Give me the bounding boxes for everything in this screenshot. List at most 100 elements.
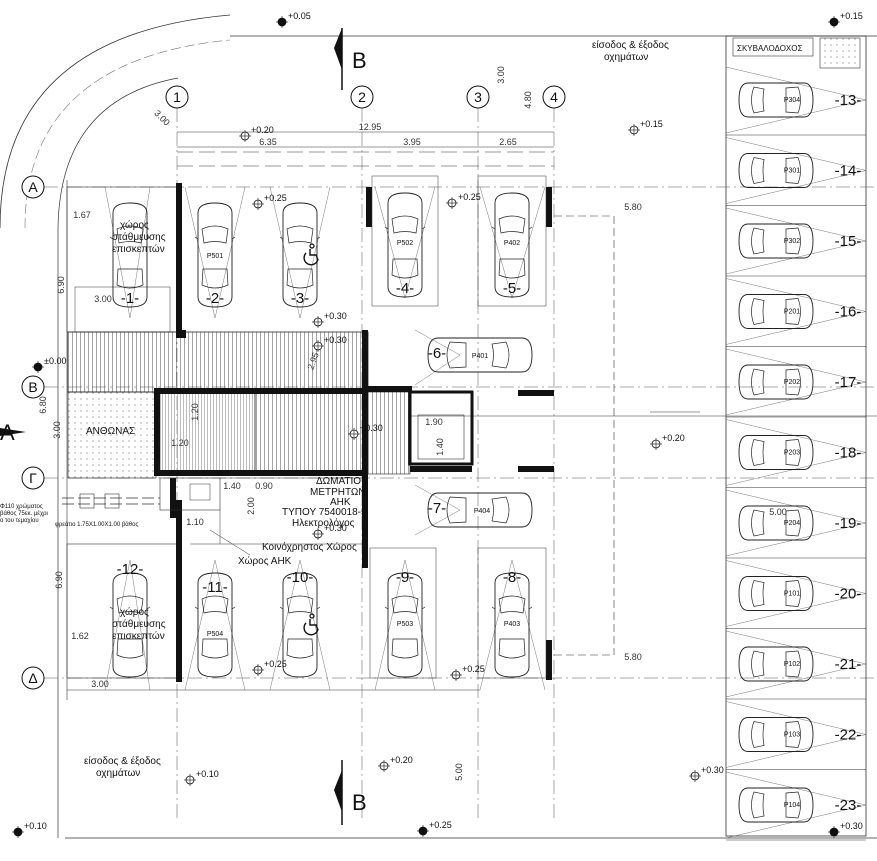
right-parking-stalls: P304-13-P301-14-P302-15-P201-16-P202-17-… xyxy=(725,66,867,841)
entry-bottom-line1: είσοδος & έξοδος xyxy=(84,755,161,767)
dimension-label: 1.10 xyxy=(186,517,204,527)
dimension-label: 5.00 xyxy=(454,763,464,781)
parking-spot-s9: -9-P503 xyxy=(384,569,426,678)
level-marker: +0.25 xyxy=(450,664,485,681)
visitor-area-a-l2: στάθμευσης xyxy=(112,231,166,243)
dimension-label: 3.00 xyxy=(152,108,171,127)
visitor-area-b-l3: επισκεπτών xyxy=(112,630,165,642)
car-icon xyxy=(738,294,814,329)
spot-code: P304 xyxy=(784,97,800,104)
parking-spot-s7: -7-P404 xyxy=(427,492,533,528)
car-icon xyxy=(738,576,814,611)
spot-number: -7- xyxy=(428,500,446,517)
meter-room-l2: ΜΕΤΡΗΤΩΝ xyxy=(310,487,366,498)
car-icon xyxy=(738,223,814,259)
level-marker: +0.25 xyxy=(446,192,481,209)
ahk-space-label: Χώρος ΑΗΚ xyxy=(238,555,292,567)
dimension-label: 3.00 xyxy=(52,421,62,439)
grid-bubble-c1: 1 xyxy=(165,85,189,109)
spot-code: P503 xyxy=(397,621,413,628)
spot-code: P504 xyxy=(207,631,223,638)
level-marker: +0.30 xyxy=(312,335,347,352)
level-value: +0.25 xyxy=(264,659,287,669)
dimension-label: 3.95 xyxy=(403,137,421,147)
level-value: +0.25 xyxy=(264,193,287,203)
spot-number: -23- xyxy=(835,797,862,814)
parking-spot-s5: -5- P402 xyxy=(491,192,533,298)
level-marker: +0.30 xyxy=(689,765,724,782)
level-markers: +0.05+0.15+0.20+0.15+0.25+0.25+0.30+0.30… xyxy=(12,11,863,838)
level-value: +0.10 xyxy=(24,821,47,831)
spot-number: -21- xyxy=(835,656,862,673)
dimension-label: 6.90 xyxy=(56,276,66,294)
level-value: +0.25 xyxy=(429,820,452,830)
spot-code: P203 xyxy=(784,450,800,457)
level-marker: +0.30 xyxy=(828,821,863,838)
spot-number: -4- xyxy=(396,280,414,297)
spot-code: P402 xyxy=(504,240,520,247)
entry-bottom-line2: οχημάτων xyxy=(96,767,140,779)
visitor-area-a-l1: χώρος xyxy=(120,219,149,231)
spot-code: P502 xyxy=(397,240,413,247)
grid-bubble-rG: Γ xyxy=(21,466,45,490)
level-marker: +0.15 xyxy=(628,119,663,136)
dimension-label: 1.62 xyxy=(71,631,89,641)
level-value: +0.15 xyxy=(640,119,663,129)
car-icon xyxy=(738,82,814,118)
spot-code: P501 xyxy=(207,253,223,260)
entry-top-line1: είσοδος & έξοδος xyxy=(592,39,669,51)
spot-code: P104 xyxy=(784,802,800,809)
pit-note: φρεάτιο 1.75Χ1.00Χ1.00 βάθος xyxy=(55,521,138,528)
dimension-label: 3.00 xyxy=(91,679,109,689)
spot-number: -12- xyxy=(117,561,144,578)
spot-number: -22- xyxy=(835,727,862,744)
parking-spot-s20: P101-20- xyxy=(725,560,867,629)
common-area-label: Κοινόχρηστος Χώρος xyxy=(262,541,357,553)
grid-label: B xyxy=(28,379,37,395)
section-marker-top: B xyxy=(334,28,367,90)
parking-spot-s22: P103-22- xyxy=(725,701,867,770)
parking-spot-s11: -11-P504 xyxy=(194,572,236,678)
dimension-label: 5.80 xyxy=(624,652,642,662)
level-value: +0.30 xyxy=(324,523,347,533)
spot-number: -19- xyxy=(835,515,862,532)
level-value: ±0.00 xyxy=(44,356,66,366)
parking-spot-s14: P301-14- xyxy=(725,137,867,206)
garbage-room-label: ΣΚΥΒΑΛΟΔΟΧΟΣ xyxy=(737,44,802,53)
grid-bubble-rB: B xyxy=(21,375,45,399)
visitor-area-a-l3: επισκεπτών xyxy=(112,243,165,255)
spot-number: -14- xyxy=(835,163,862,180)
electrician-label: Ηλεκτρολόγος xyxy=(292,517,355,529)
dimension-label: 2.00 xyxy=(246,497,256,515)
dimension-label: 6.35 xyxy=(259,137,277,147)
section-label-a: A xyxy=(0,420,15,445)
grid-bubble-c4: 4 xyxy=(542,85,566,109)
dimension-label: 0.90 xyxy=(255,481,273,491)
dimension-label: 1.90 xyxy=(425,417,443,427)
spot-code: P201 xyxy=(784,309,800,316)
parking-spot-s13: P304-13- xyxy=(725,66,867,136)
grid-bubble-c3: 3 xyxy=(466,85,490,109)
parking-spot-s6: -6-P401 xyxy=(427,337,533,373)
parking-spot-s8: -8-P403 xyxy=(491,569,533,678)
parking-spot-s16: P201-16- xyxy=(725,278,867,347)
level-value: +0.15 xyxy=(840,11,863,21)
grid-label: 4 xyxy=(550,89,558,105)
car-icon xyxy=(738,364,814,400)
dimension-label: 12.95 xyxy=(359,122,382,132)
level-value: +0.10 xyxy=(196,769,219,779)
level-value: +0.05 xyxy=(288,11,311,21)
parking-spot-s19: P204-19- xyxy=(725,489,867,559)
dimension-label: 1.40 xyxy=(435,438,445,456)
pipe-note-l2: βάθος 75εκ. μέχρι xyxy=(0,510,49,517)
accessible-parking-icon xyxy=(303,243,319,266)
spot-number: -5- xyxy=(503,280,521,297)
level-marker: ±0.00 xyxy=(32,356,66,373)
dimension-label: 1.20 xyxy=(171,438,189,448)
dimension-label: 4.80 xyxy=(523,91,533,109)
parking-spot-s21: P102-21- xyxy=(725,630,867,700)
visitor-area-b-l1: χώρος xyxy=(120,606,149,618)
parking-spot-s18: P203-18- xyxy=(725,419,867,488)
dimension-label: 2.65 xyxy=(499,137,517,147)
dimension-label: 3.00 xyxy=(496,66,506,84)
